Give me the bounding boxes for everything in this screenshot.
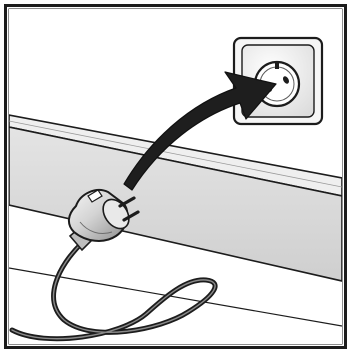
socket-earth-pin (275, 63, 279, 69)
